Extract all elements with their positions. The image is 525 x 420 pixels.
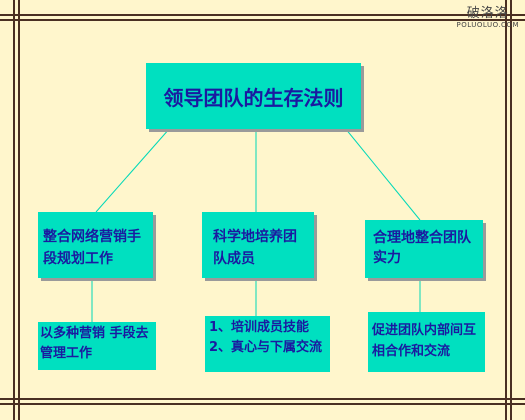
detail-text-1: 以多种营销 手段去管理工作 (40, 326, 149, 361)
branch-node-3: 合理地整合团队实力 (365, 220, 483, 278)
detail-text-2: 1、培训成员技能 2、真心与下属交流 (209, 320, 323, 355)
branch-node-1: 整合网络营销手段规划工作 (38, 212, 153, 278)
detail-node-2: 1、培训成员技能 2、真心与下属交流 (205, 316, 330, 372)
detail-text-3: 促进团队内部间互相合作和交流 (372, 323, 477, 359)
title-text: 领导团队的生存法则 (163, 85, 344, 110)
branch-label-3: 合理地整合团队实力 (373, 230, 471, 266)
watermark-text: 破洛洛 (466, 6, 509, 21)
detail-node-1: 以多种营销 手段去管理工作 (38, 322, 156, 370)
watermark-domain: POLUOLUO.COM (456, 21, 519, 29)
detail-node-3: 促进团队内部间互相合作和交流 (368, 312, 485, 372)
branch-node-2: 科学地培养团队成员 (202, 212, 314, 278)
watermark: 破洛洛 POLUOLUO.COM (457, 7, 519, 30)
title-node: 领导团队的生存法则 (146, 63, 361, 129)
branch-label-2: 科学地培养团队成员 (213, 229, 297, 267)
branch-label-1: 整合网络营销手段规划工作 (43, 229, 141, 267)
